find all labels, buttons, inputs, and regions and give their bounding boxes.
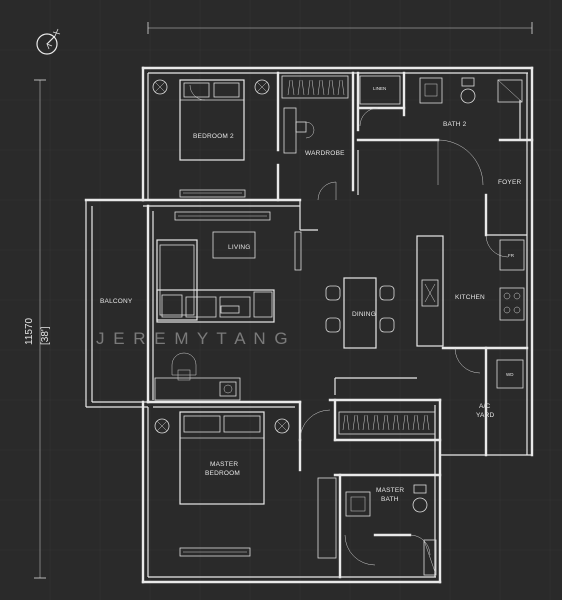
outer-walls: [84, 66, 534, 584]
top-dimension-line: [147, 22, 533, 34]
bath2-furniture: [359, 75, 523, 105]
room-label-linen: LINEN: [373, 86, 386, 91]
wardrobe-furniture: [281, 75, 349, 154]
left-dimension-line: [34, 79, 46, 579]
room-label-foyer: FOYER: [498, 179, 521, 186]
dining-furniture: [325, 277, 395, 349]
room-label-fr: FR: [508, 253, 515, 258]
room-label-yard: YARD: [476, 412, 494, 419]
interior-walls: [146, 71, 534, 579]
living-furniture: [154, 211, 302, 401]
room-label-master-bedroom-2: BEDROOM: [205, 470, 240, 477]
master-wardrobe-furniture: [338, 411, 436, 435]
master-bath-furniture: [317, 477, 437, 576]
room-label-wd: WD: [506, 372, 514, 377]
room-label-bath2: BATH 2: [443, 121, 467, 128]
compass-north-icon: [36, 28, 61, 55]
doors: [189, 84, 509, 566]
room-label-master-bedroom-1: MASTER: [210, 461, 238, 468]
watermark-text: J E R E M Y T A N G: [96, 329, 290, 348]
dimension-value: 11570: [24, 317, 35, 345]
dimension-imperial: [38']: [40, 326, 51, 345]
room-label-kitchen: KITCHEN: [455, 294, 485, 301]
room-label-bedroom2: BEDROOM 2: [193, 133, 234, 140]
kitchen-furniture: [424, 239, 525, 389]
room-label-master-bath-1: MASTER: [376, 487, 404, 494]
master-bedroom-furniture: [154, 411, 290, 557]
room-label-ac: A/C: [479, 403, 491, 410]
room-label-wardrobe: WARDROBE: [305, 150, 345, 157]
bedroom2-furniture: [152, 79, 270, 198]
room-label-balcony: BALCONY: [100, 298, 133, 305]
room-label-living: LIVING: [228, 244, 251, 251]
room-label-master-bath-2: BATH: [381, 496, 399, 503]
room-label-dining: DINING: [352, 311, 376, 318]
